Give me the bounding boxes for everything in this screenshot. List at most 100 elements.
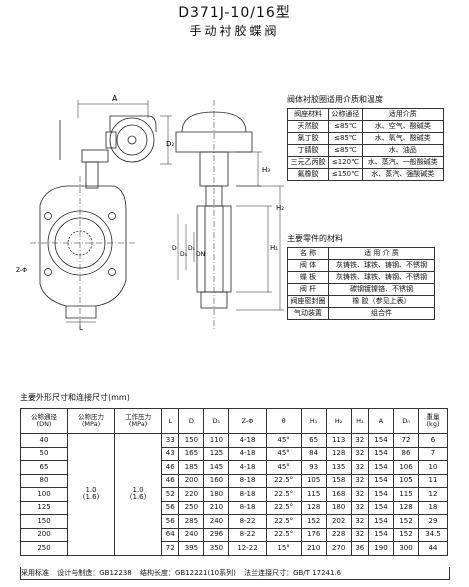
- valve-technical-drawing: A D₂ H₃ H₁ H₂ D D₀ D₁ DN L Z-Φ: [16, 94, 284, 332]
- dim-header-cell: D₀: [392, 408, 420, 434]
- dim-header-cell: A: [367, 408, 394, 434]
- table-cell: 4-18: [228, 460, 267, 475]
- product-model-title: D371J-10/16型: [178, 5, 291, 21]
- table-cell: 46: [161, 473, 180, 488]
- table-cell: 34.5: [418, 527, 448, 542]
- dim-label-d2: D₂: [166, 140, 174, 148]
- table-cell: 43: [161, 446, 180, 461]
- table-cell: 250: [178, 500, 205, 515]
- table-cell: 113: [325, 433, 352, 448]
- dim-label-l: L: [79, 324, 83, 332]
- dim-header-cell: 公称压力 (MPa): [67, 408, 116, 434]
- table-cell: 240: [203, 514, 230, 529]
- table-cell: 160: [203, 473, 230, 488]
- table-cell: 22.5°: [265, 527, 302, 542]
- table-cell: 10: [418, 460, 448, 475]
- table-cell: 84: [300, 446, 327, 461]
- table-cell: 72: [392, 433, 420, 448]
- table-cell: ≤120℃: [328, 156, 363, 169]
- valve-side-view-drawing: [175, 100, 253, 330]
- table-cell: 水、蒸汽、一般酸碱类: [361, 156, 445, 169]
- dim-header-cell: 重量 (kg): [418, 408, 448, 434]
- table-row: 阀 体灰铸铁、球铁、铸钢、不锈钢: [287, 259, 435, 272]
- dim-label-z: Z-Φ: [16, 267, 27, 274]
- table-cell: 阀 杆: [287, 283, 329, 296]
- table-cell: 水、蒸汽、强酸碱类: [361, 168, 445, 181]
- table-cell: 蝶 板: [287, 271, 329, 284]
- table-cell: 350: [203, 541, 230, 556]
- table-cell: 氯丁胶: [286, 132, 330, 145]
- table-cell: 154: [367, 446, 394, 461]
- table-cell: 灰铸铁、球铁、铸钢、不锈钢: [328, 271, 435, 284]
- table-cell: 64: [161, 527, 180, 542]
- table-cell: 190: [367, 541, 394, 556]
- table-cell: 6: [418, 433, 448, 448]
- table-cell: 11: [418, 473, 448, 488]
- dim-header-cell: H₁: [300, 408, 327, 434]
- dim-header-cell: L: [161, 408, 180, 434]
- dim-header-cell: D: [178, 408, 205, 434]
- table-cell: 128: [392, 500, 420, 515]
- table-cell: 65: [19, 460, 69, 475]
- table-cell: 210: [300, 541, 327, 556]
- table-cell: 135: [325, 460, 352, 475]
- table-cell: 气动装置: [287, 307, 329, 320]
- table-cell: 395: [178, 541, 205, 556]
- table-cell: 185: [178, 460, 205, 475]
- table-cell: 65: [300, 433, 327, 448]
- table-cell: 154: [367, 473, 394, 488]
- footer-item-length: 结构长度：GB12221(10系列): [139, 569, 236, 577]
- table-cell: 46: [161, 460, 180, 475]
- table-cell: 32: [350, 446, 369, 461]
- table-cell: 154: [367, 487, 394, 502]
- table-cell: 152: [300, 514, 327, 529]
- table-cell: 44: [418, 541, 448, 556]
- valve-body-front-drawing: [30, 161, 136, 330]
- table-cell: 阀 体: [287, 259, 329, 272]
- table-cell: 45°: [265, 446, 302, 461]
- table-cell: 22.5°: [265, 500, 302, 515]
- table-cell: 8-18: [228, 500, 267, 515]
- table-cell: 组合件: [328, 307, 435, 320]
- medium-header-medium: 适用介质: [361, 108, 445, 121]
- table-cell: 碳钢镀镍铬、不锈钢: [328, 283, 435, 296]
- table-cell: 32: [350, 460, 369, 475]
- table-cell: 45°: [265, 460, 302, 475]
- table-cell: 200: [178, 473, 205, 488]
- table-cell: 270: [325, 541, 352, 556]
- table-cell: 158: [325, 473, 352, 488]
- table-cell: 154: [367, 460, 394, 475]
- table-cell: 56: [161, 514, 180, 529]
- dim-label-h2: H₂: [276, 204, 284, 212]
- table-cell: 154: [367, 433, 394, 448]
- table-cell: 22.5°: [265, 487, 302, 502]
- working-pressure-cell: 1.0 (1.6): [114, 433, 163, 556]
- table-cell: 125: [203, 446, 230, 461]
- table-cell: 128: [300, 500, 327, 515]
- table-cell: 水、氧气、酸碱类: [361, 132, 445, 145]
- dim-header-cell: D₁: [203, 408, 230, 434]
- parts-table-title: 主要零件的材料: [287, 234, 343, 243]
- table-cell: 176: [300, 527, 327, 542]
- table-cell: 22.5°: [265, 473, 302, 488]
- table-cell: 128: [325, 446, 352, 461]
- table-cell: 氟橡胶: [286, 168, 330, 181]
- table-cell: 灰铸铁、球铁、铸钢、不锈钢: [328, 259, 435, 272]
- table-cell: 33: [161, 433, 180, 448]
- dim-header-cell: 公称通径 (DN): [19, 408, 69, 434]
- medium-header-diameter: 公称通径: [328, 108, 363, 121]
- table-cell: 32: [350, 487, 369, 502]
- nominal-pressure-cell: 1.0 (1.6): [67, 433, 116, 556]
- parts-material-table: 名 称 适 用 介 质 阀 体灰铸铁、球铁、铸钢、不锈钢 蝶 板灰铸铁、球铁、铸…: [287, 247, 435, 320]
- table-cell: 15°: [265, 541, 302, 556]
- table-cell: 8-18: [228, 487, 267, 502]
- table-row: 阀 杆碳钢镀镍铬、不锈钢: [287, 283, 435, 296]
- table-cell: 154: [367, 500, 394, 515]
- footer-label: 采用标准: [21, 569, 49, 577]
